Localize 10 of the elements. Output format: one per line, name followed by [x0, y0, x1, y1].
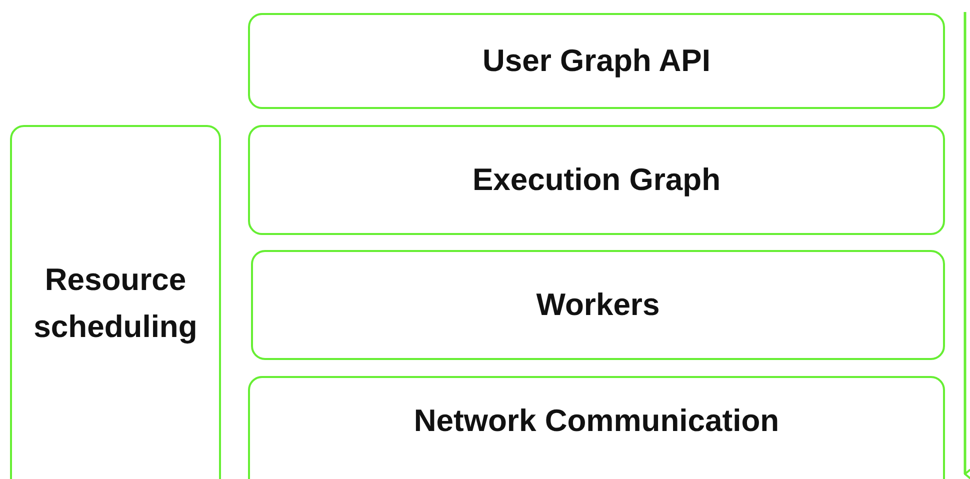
layer-label: Resource scheduling [32, 261, 198, 346]
layer-label: Network Communication [414, 402, 780, 440]
layer-label: User Graph API [482, 42, 710, 80]
layer-box [248, 13, 945, 109]
layer-box [251, 250, 945, 360]
layer-label: Execution Graph [472, 160, 721, 199]
layer-label: Workers [536, 286, 660, 324]
layer-box [248, 125, 945, 235]
layer-box [248, 376, 945, 479]
layer-box [10, 125, 221, 479]
